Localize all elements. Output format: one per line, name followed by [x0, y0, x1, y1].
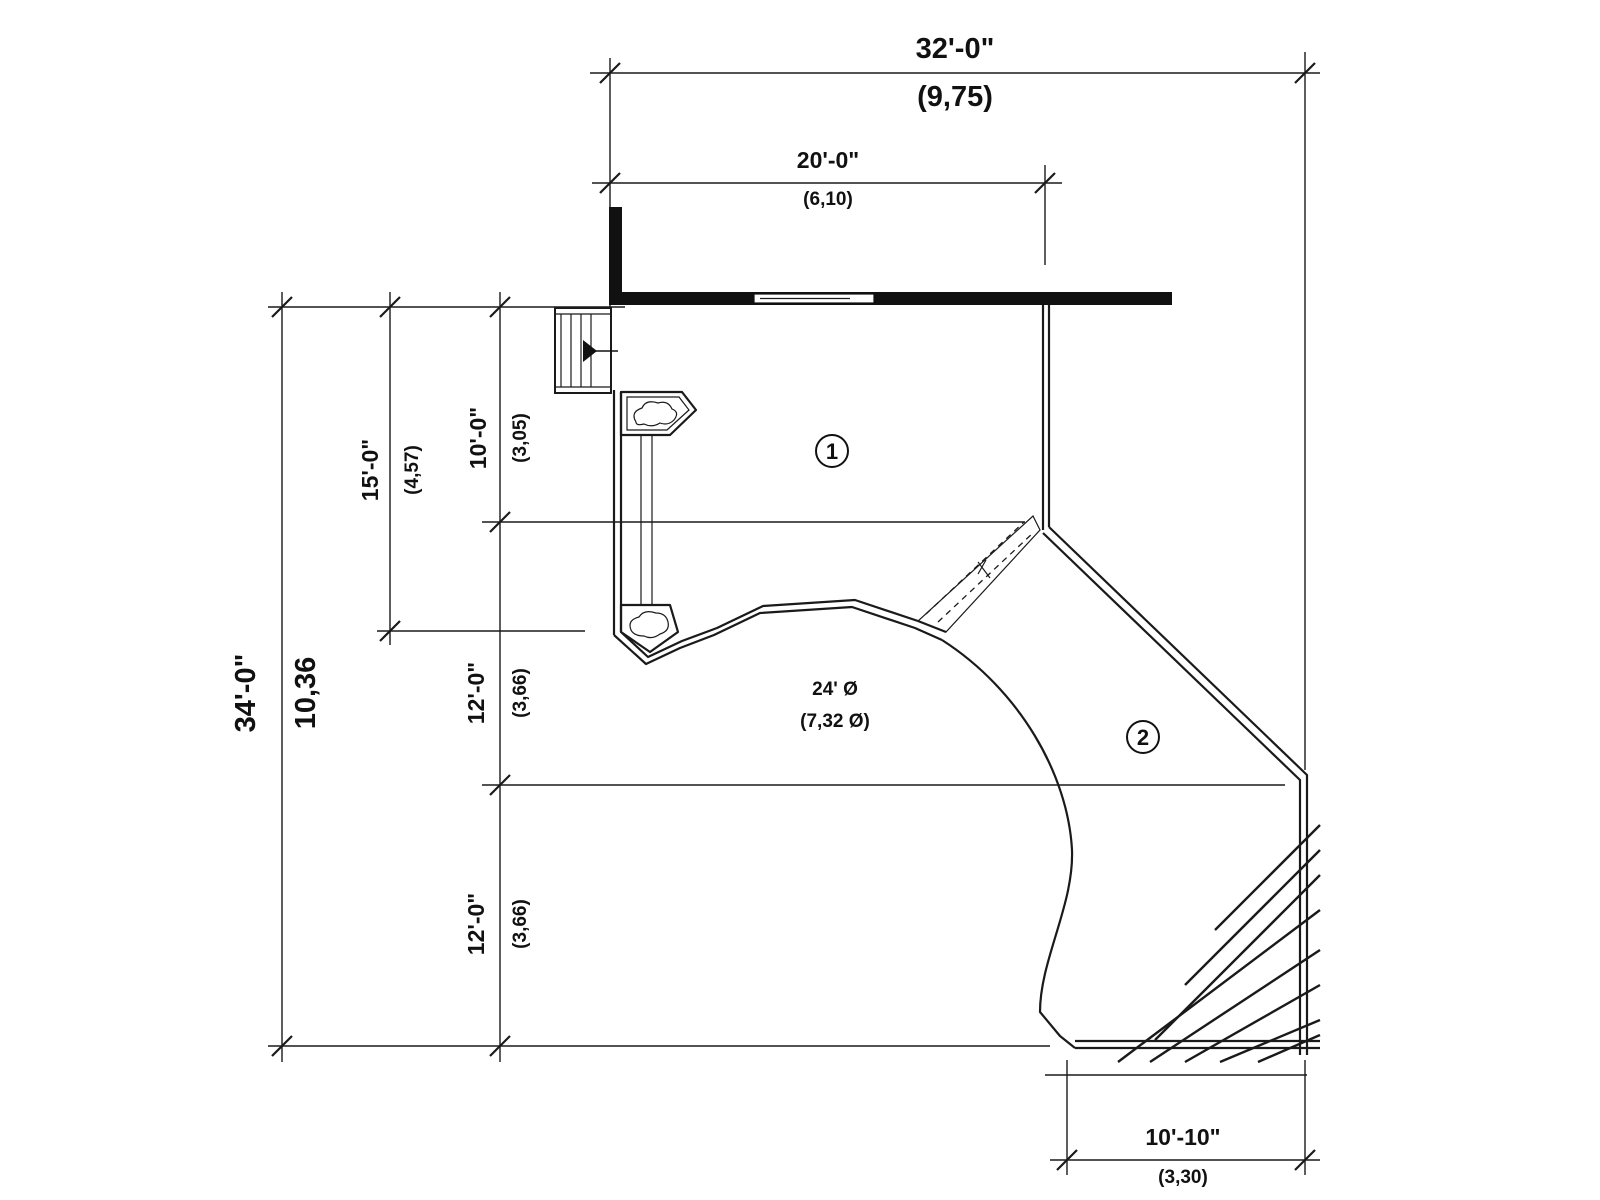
overall-width-metric: (9,75): [917, 81, 993, 113]
area-2-marker: 2: [1126, 720, 1160, 754]
depth-15-dimension: 15'-0" (4,57): [357, 292, 585, 645]
depth-12-b-metric: (3,66): [510, 899, 531, 949]
upper-width-metric: (6,10): [803, 189, 853, 210]
depth-15-metric: (4,57): [402, 445, 423, 495]
overall-depth-dimension: 34'-0" 10,36: [230, 292, 1050, 1062]
depth-10-metric: (3,05): [510, 413, 531, 463]
curve-diameter-label: 24' Ø: [812, 679, 858, 700]
depth-12-b-label: 12'-0": [463, 893, 489, 955]
house-wall: [609, 207, 1172, 305]
area-1-label: 1: [826, 439, 838, 464]
depth-12-a-label: 12'-0": [463, 662, 489, 724]
curve-diameter-metric: (7,32 Ø): [800, 711, 870, 732]
right-width-dimension: 10'-10" (3,30): [1045, 1060, 1320, 1188]
depth-10-label: 10'-0": [465, 407, 491, 469]
hatched-corner: [1117, 824, 1321, 1064]
deck-stairs: [554, 307, 618, 394]
upper-width-label: 20'-0": [797, 147, 859, 173]
depth-12-a-metric: (3,66): [510, 668, 531, 718]
deck-outline: [612, 305, 1320, 1055]
upper-width-dimension: 20'-0" (6,10): [592, 147, 1062, 265]
depth-15-label: 15'-0": [357, 439, 383, 501]
overall-width-dimension: 32'-0" (9,75): [590, 33, 1320, 770]
depth-chain-dimension: 10'-0" (3,05) 12'-0" (3,66) 12'-0" (3,66…: [463, 292, 1285, 1062]
overall-depth-metric: 10,36: [290, 657, 322, 730]
right-width-label: 10'-10": [1145, 1124, 1220, 1150]
right-width-metric: (3,30): [1158, 1167, 1208, 1188]
overall-width-label: 32'-0": [916, 33, 995, 65]
area-1-marker: 1: [815, 434, 849, 468]
area-2-label: 2: [1137, 725, 1149, 750]
overall-depth-label: 34'-0": [230, 654, 262, 733]
